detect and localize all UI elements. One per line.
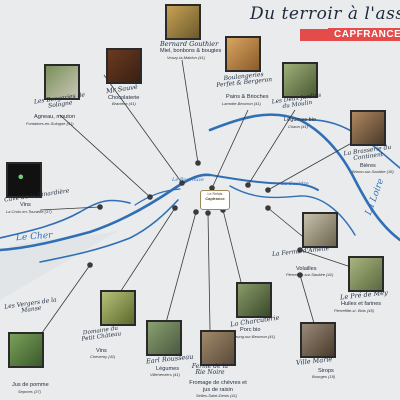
connector-lines — [36, 59, 358, 341]
producer-town-8: Cheverny (41) — [90, 354, 116, 359]
producer-town-1: Fontaines-en-Sologne (41) — [26, 121, 74, 126]
producer-photo-13 — [200, 330, 236, 366]
river-sauldre — [229, 185, 356, 236]
river-cher-south — [39, 199, 179, 263]
producer-town-4: Chaon (41) — [288, 124, 309, 129]
river-label-sauldre: La Sauldre — [281, 181, 309, 187]
river-label-bourouze: Le Bourouze — [172, 177, 204, 183]
producer-product-8: Vins — [96, 348, 107, 354]
producer-town-10: Pierrefitte-s/- Bois (45) — [334, 308, 375, 313]
center-logo: Le Relais Capfrance — [200, 190, 230, 210]
producer-photo-7 — [302, 212, 338, 248]
producer-product-9: Porc bio — [240, 327, 261, 333]
producer-photo-11 — [8, 332, 44, 368]
producer-photo-5 — [350, 110, 386, 146]
center-logo-line2: Capfrance — [205, 195, 225, 201]
producer-photo-14 — [300, 322, 336, 358]
producer-town-9: Neung-sur-Beuvron (41) — [232, 334, 276, 339]
producer-product-6: Vins — [20, 202, 31, 208]
producer-product-5: Bières — [360, 163, 376, 169]
river-cher — [0, 173, 212, 252]
producer-town-13: Selles-Saint-Denis (41) — [196, 393, 238, 398]
producer-town-11: Sepmes (37) — [18, 389, 41, 394]
producer-product-4: Légumes bio — [284, 117, 317, 123]
producer-photo-1 — [44, 64, 80, 100]
river-bourouze — [209, 174, 319, 191]
producer-name-13: Ferme de la Rie Noire — [191, 363, 229, 377]
river-minor — [134, 188, 181, 206]
center-logo-line1: Le Relais — [207, 192, 223, 196]
producer-name-0: Bernard Gouthier — [160, 40, 219, 48]
producer-photo-0 — [165, 4, 201, 40]
producer-product-1: Agneau, mouton — [34, 114, 76, 120]
producer-town-6: La Croix-en-Touraine (37) — [6, 209, 52, 214]
brand-label: CAPFRANCE — [328, 28, 400, 41]
producer-product-0: Miel, bonbons & bougies — [160, 48, 222, 54]
producer-product-11: Jus de pomme — [12, 382, 49, 388]
producer-photo-9 — [236, 282, 272, 318]
producer-photo-6 — [6, 162, 42, 198]
producer-product-2: Chocolaterie — [108, 95, 140, 101]
producer-town-0: Vouzy-la-Mairion (41) — [167, 55, 206, 60]
producer-town-14: Bourges (18) — [312, 374, 336, 379]
producer-photo-12 — [146, 320, 182, 356]
producer-town-12: Villeherviers (41) — [150, 372, 180, 377]
producer-photo-4 — [282, 62, 318, 98]
producer-town-5: Brinon-sur-Sauldre (18) — [352, 169, 394, 174]
producer-town-7: Pierrefitte-sur-Sauldre (41) — [286, 272, 334, 277]
river-cher-branch — [0, 199, 131, 239]
producer-product-12: Légumes — [156, 366, 180, 372]
producer-product-10: Huiles et farines — [341, 301, 382, 307]
producer-product-3: Pains & Brioches — [226, 94, 269, 100]
producer-photo-10 — [348, 256, 384, 292]
producer-photo-8 — [100, 290, 136, 326]
producer-product-7: Volailles — [296, 266, 317, 272]
river-loire — [208, 113, 400, 242]
producer-town-3: Lamotte-Beuvron (41) — [222, 101, 261, 106]
brand-text: CAPFRANCE — [334, 29, 400, 40]
producer-product-13: Fromage de chèvres et jus de raisin — [189, 380, 247, 393]
producer-photo-2 — [106, 48, 142, 84]
producer-product-14: Sirops — [318, 368, 334, 374]
producer-town-2: Bracieux (41) — [112, 101, 136, 106]
producer-photo-3 — [225, 36, 261, 72]
page-title: Du terroir à l'assiette — [250, 4, 400, 24]
